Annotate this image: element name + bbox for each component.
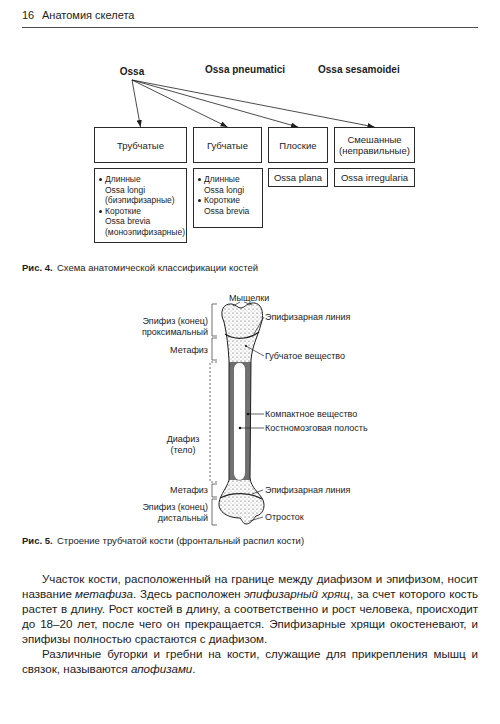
region-bracket — [212, 304, 217, 336]
leader-line — [248, 414, 264, 415]
node-text: Губчатые — [207, 140, 248, 151]
node-text: Ossa plana — [274, 172, 322, 183]
region-label: Метафиз — [150, 485, 208, 496]
bone-texture — [210, 298, 270, 530]
list-text: Короткие Ossa brevia — [204, 195, 256, 216]
subtype-box: Ossa irregularia — [334, 168, 415, 187]
epiphyseal-line — [220, 494, 262, 499]
category-box: Трубчатые — [94, 127, 187, 163]
bone-group-term: Ossa pneumatici — [205, 64, 285, 75]
body-text: Участок кости, расположенный на границе … — [22, 571, 478, 676]
bullet-dot — [99, 178, 102, 181]
term-italic: эпифизарный хрящ — [244, 587, 350, 600]
leader-lines — [233, 302, 264, 521]
part-label: Губчатое вещество — [265, 351, 345, 362]
epiphyseal-line — [225, 332, 259, 338]
node-text: Смешанные (неправильные) — [339, 134, 410, 156]
classification-arrow — [132, 80, 141, 127]
region-label: Метафиз — [150, 345, 208, 356]
leader-line — [246, 346, 264, 356]
region-brackets — [210, 304, 217, 525]
leader-line — [250, 517, 263, 521]
region-label: Диафиз (тело) — [160, 434, 206, 456]
list-item: Длинные Ossa longi (биэпифизарные) — [99, 174, 186, 206]
leader-line — [252, 490, 263, 494]
figure-caption: Схема анатомической классификации костей — [57, 262, 258, 273]
part-label: Отросток — [265, 512, 304, 523]
leader-line — [254, 317, 264, 334]
part-label: Эпифизарная линия — [265, 485, 350, 496]
node-text: Плоские — [279, 140, 316, 151]
classification-arrow — [132, 80, 375, 127]
region-label: Эпифиз (конец) дистальный — [130, 502, 208, 524]
part-label: Костномозговая полость — [265, 423, 368, 434]
root-term: Ossa — [114, 64, 150, 80]
body-sentence: Различные бугорки и гребни на кости, слу… — [22, 647, 478, 675]
paragraph: Участок кости, расположенный на границе … — [22, 571, 478, 646]
body-sentence: . — [192, 662, 195, 675]
subtype-box: Длинные Ossa longi (биэпифизарные)Коротк… — [94, 168, 187, 243]
leader-dot — [245, 345, 247, 347]
category-box: Губчатые — [193, 127, 262, 163]
bullet-dot — [198, 178, 201, 181]
bone-illustration — [210, 298, 270, 530]
marrow-cavity — [234, 363, 246, 481]
leader-line — [240, 428, 264, 429]
paragraph: Различные бугорки и гребни на кости, слу… — [22, 646, 478, 676]
body-sentence: . Здесь расположен — [133, 587, 241, 600]
list-text: Короткие Ossa brevia (моноэпифизарные) — [105, 206, 157, 238]
figure-number: Рис. 4. — [22, 262, 53, 273]
term-italic: метафиза — [75, 587, 133, 600]
list-text: Длинные Ossa longi — [204, 174, 256, 195]
category-box: Плоские — [268, 127, 328, 163]
region-bracket — [212, 338, 217, 360]
list-item: Короткие Ossa brevia (моноэпифизарные) — [99, 206, 186, 238]
part-label: Компактное вещество — [265, 409, 357, 420]
bullet-dot — [99, 210, 102, 213]
list-text: Длинные Ossa longi (биэпифизарные) — [105, 174, 157, 206]
classification-arrow — [132, 80, 298, 127]
bone-outline — [219, 303, 264, 524]
list-item: Короткие Ossa brevia — [198, 195, 262, 216]
bullet-dot — [198, 199, 201, 202]
subtype-box: Ossa plana — [268, 168, 328, 187]
leader-dots — [239, 345, 250, 429]
node-text: Ossa — [120, 66, 144, 78]
region-bracket — [212, 499, 217, 525]
region-bracket — [210, 362, 217, 482]
region-label: Эпифиз (конец) проксимальный — [130, 316, 208, 338]
classification-arrow — [132, 80, 228, 127]
part-label: Мыщелки — [229, 293, 269, 304]
list-item: Длинные Ossa longi — [198, 174, 262, 195]
node-text: Ossa irregularia — [341, 172, 408, 183]
leader-dot — [239, 427, 242, 430]
figure-caption: Строение трубчатой кости (фронтальный ра… — [57, 535, 304, 546]
subtype-box: Длинные Ossa longiКороткие Ossa brevia — [193, 168, 263, 228]
term-italic: апофизами — [131, 662, 192, 675]
header-rule — [22, 27, 478, 28]
bone-group-term: Ossa sesamoidei — [318, 64, 400, 75]
connectors — [132, 80, 375, 127]
running-header: Анатомия скелета — [42, 10, 134, 21]
leader-dot — [247, 413, 250, 416]
page-number: 16 — [22, 10, 34, 21]
node-text: Трубчатые — [117, 140, 164, 151]
part-label: Эпифизарная линия — [265, 312, 350, 323]
region-bracket — [212, 484, 217, 497]
figure-number: Рис. 5. — [22, 535, 53, 546]
category-box: Смешанные (неправильные) — [334, 127, 415, 163]
